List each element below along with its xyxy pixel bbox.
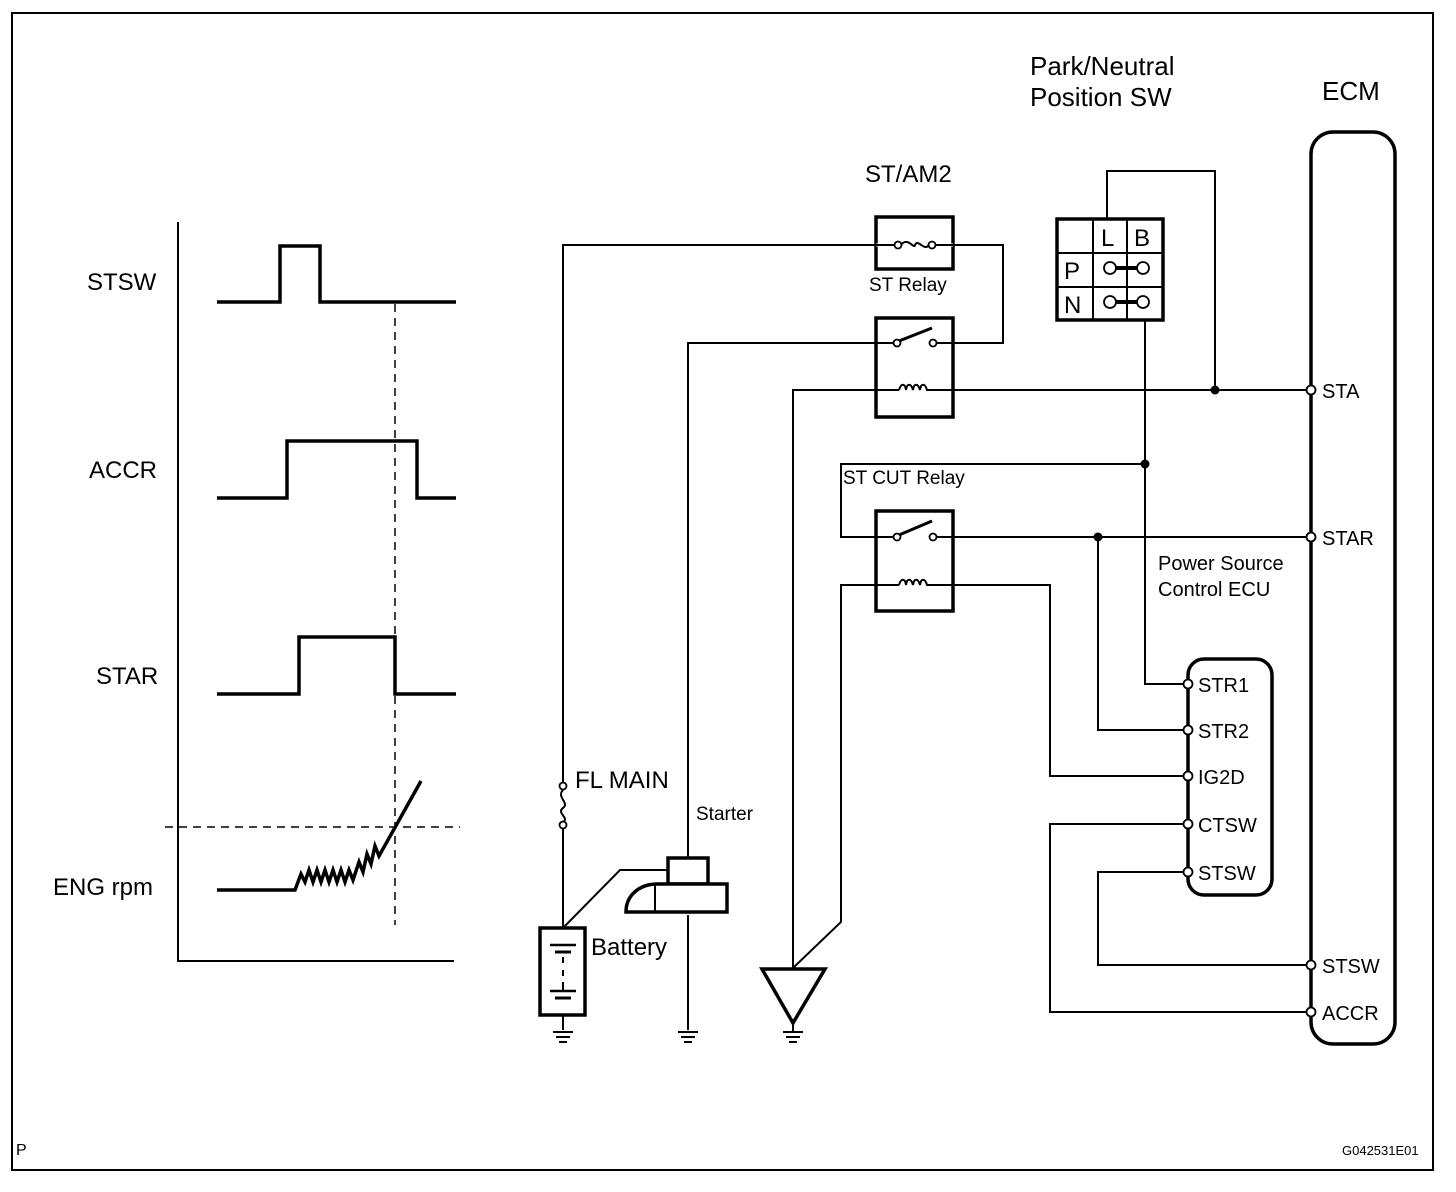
wire-ig2d [953,584,1183,777]
fl-main-label: FL MAIN [575,767,669,794]
psecu-label-ctsw: CTSW [1198,815,1257,837]
wire-st-relay-to-starter [687,342,876,858]
st-relay-box [874,316,955,419]
ecm: ECM STA STAR STSW ACCR [1305,76,1397,1046]
relay-coil-icon [898,578,930,586]
psecu-title-line2: Control ECU [1158,579,1270,601]
wire-str1-to-st-cut [840,463,1145,538]
psecu-terminal-ctsw [1182,818,1194,830]
st-am2-box [874,215,955,271]
st-relay [870,316,960,419]
signal-label-accr: ACCR [89,457,157,484]
starter: Starter [624,804,754,914]
wire-pnp-b-to-str1 [1144,320,1183,685]
wire-st-cut-coil-ground [792,584,876,969]
pnp-col-b: B [1134,225,1150,252]
psecu-title-line1: Power Source [1158,553,1284,575]
psecu-terminal-ig2d [1182,770,1194,782]
pnp-col-l: L [1101,225,1114,252]
wire-ctsw-to-accr [1049,823,1310,1013]
pnp-title-line2: Position SW [1030,82,1172,112]
waveform-stsw [217,244,456,304]
signal-label-star: STAR [96,663,158,690]
psecu-terminal-str1 [1182,678,1194,690]
junction-str1 [1140,459,1150,469]
ecm-terminal-sta [1305,384,1317,396]
wiring [562,170,1310,1030]
battery: Battery [538,926,667,1030]
starter-motor-icon [624,882,729,914]
st-am2-fuse: ST/AM2 ST Relay [865,161,960,296]
relay-switch-icon [898,326,933,343]
ecm-label-star: STAR [1322,528,1374,550]
fuse-icon [900,240,930,248]
psecu-terminal-stsw [1182,866,1194,878]
signal-label-eng-rpm: ENG rpm [53,874,153,901]
st-cut-relay: ST CUT Relay [843,468,965,613]
wire-pnp-l-to-sta [1106,170,1216,390]
waveform-eng-rpm [217,780,423,892]
signal-label-stsw: STSW [87,269,157,296]
waveform-accr [217,439,456,500]
ecm-terminal-stsw [1305,959,1317,971]
wire-st-am2-to-st-relay [953,244,1004,344]
ground-icon [678,1031,698,1043]
corner-mark: P [16,1142,27,1159]
ground-icon [553,1031,573,1043]
ecm-label-stsw: STSW [1322,956,1380,978]
wire-battery-to-starter [562,869,668,929]
frame-border [11,12,1434,1171]
ecm-label-sta: STA [1322,381,1360,403]
psecu-label-str1: STR1 [1198,675,1249,697]
waveform-star [217,635,456,696]
relay-switch-icon [898,519,933,537]
wire-stsw [1097,871,1310,966]
timing-chart: STSW ACCR STAR ENG rpm [53,222,460,962]
wire-star-to-str2 [1097,537,1183,731]
ground-triangle [758,967,829,1027]
battery-label: Battery [591,934,667,961]
park-neutral-switch: Park/Neutral Position SW L B P N [1030,51,1175,322]
ecm-terminal-accr [1305,1006,1317,1018]
pnp-row-n: N [1064,292,1081,319]
pnp-row-p: P [1064,258,1080,285]
psecu-terminal-str2 [1182,724,1194,736]
pnp-title-line1: Park/Neutral [1030,51,1175,81]
starter-solenoid [666,856,710,886]
fuse-icon [560,789,566,823]
st-cut-relay-label: ST CUT Relay [843,468,965,489]
psecu-label-ig2d: IG2D [1198,767,1245,789]
ground-icon [783,1031,803,1043]
wire-st-relay-coil-ground [792,389,876,968]
ecm-title: ECM [1322,76,1380,106]
st-cut-relay-box [874,509,955,613]
ecm-terminal-star [1305,531,1317,543]
starter-label: Starter [696,804,754,825]
figure-id: G042531E01 [1342,1143,1419,1158]
junction-sta [1210,385,1220,395]
ecm-label-accr: ACCR [1322,1003,1379,1025]
psecu-label-stsw: STSW [1198,863,1256,885]
relay-coil-icon [898,383,930,391]
st-relay-label: ST Relay [869,275,947,296]
st-am2-label: ST/AM2 [865,161,952,188]
psecu-label-str2: STR2 [1198,721,1249,743]
power-source-control-ecu: Power Source Control ECU STR1 STR2 IG2D … [1158,553,1284,897]
fl-main-fuse: FL MAIN [558,767,669,830]
wire-battery-to-st-am2 [562,244,876,790]
ecm-box [1309,130,1397,1046]
